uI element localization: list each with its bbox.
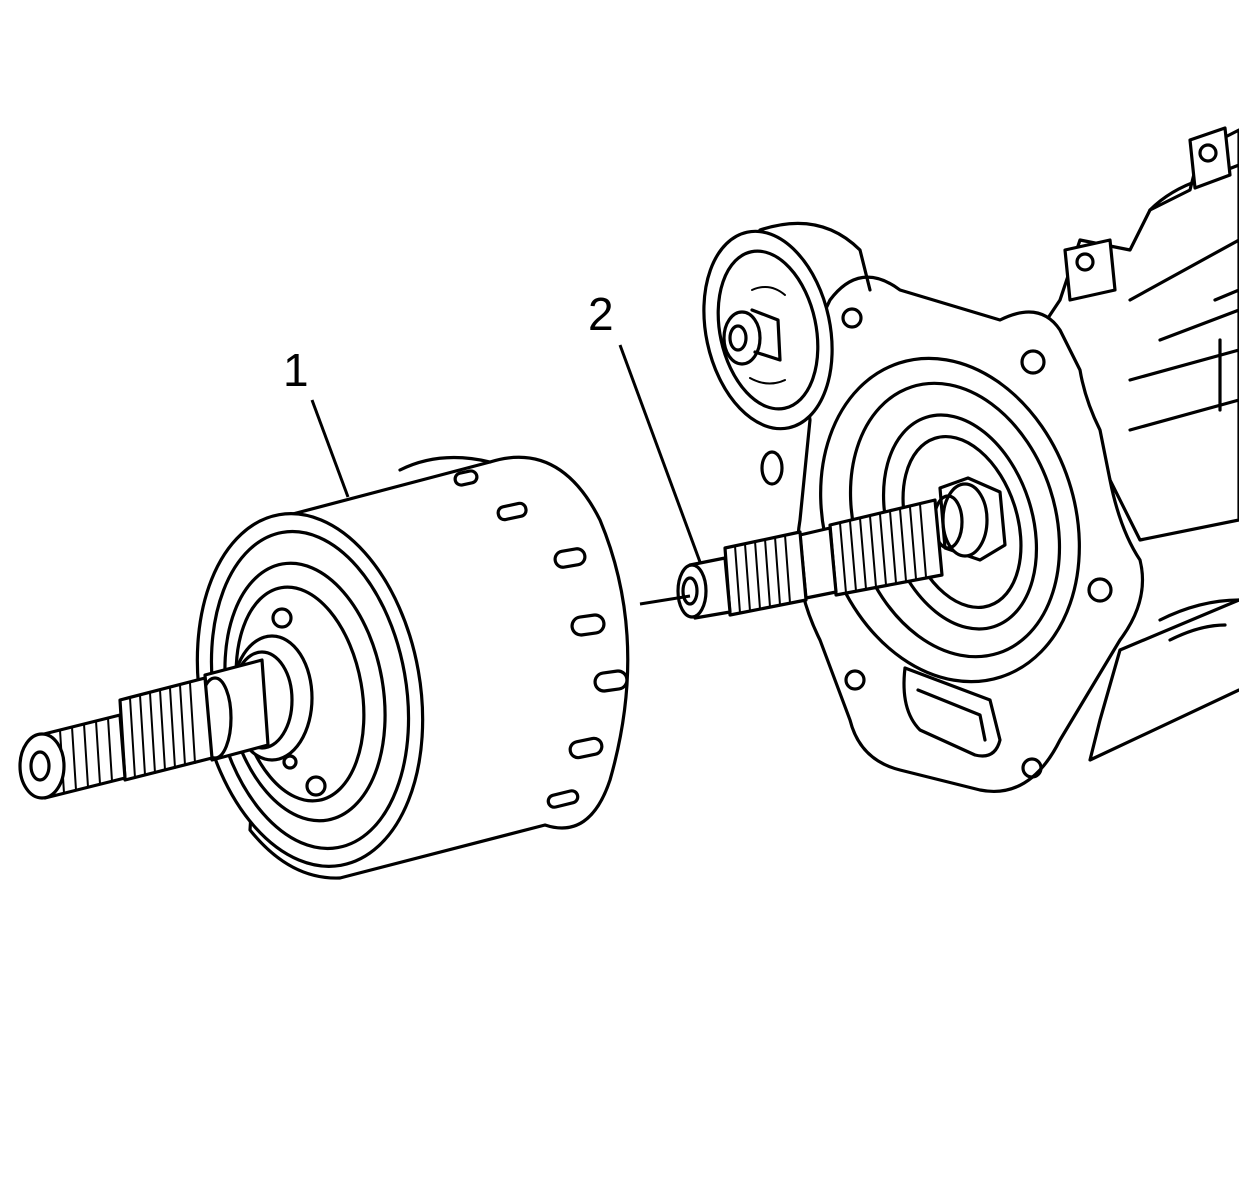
callout-1-label: 1: [283, 344, 309, 396]
transmission-housing: [702, 126, 1239, 793]
callout-2-leader: [618, 344, 702, 563]
alignment-line: [639, 594, 691, 606]
input-shaft: [676, 476, 1007, 620]
callout-1-leader: [310, 399, 350, 498]
drum-slots: [453, 469, 629, 809]
callout-1: 1: [283, 344, 350, 498]
callout-2-label: 2: [588, 288, 614, 340]
clutch-drum-assembly: [18, 455, 630, 880]
callout-2: 2: [588, 288, 702, 563]
